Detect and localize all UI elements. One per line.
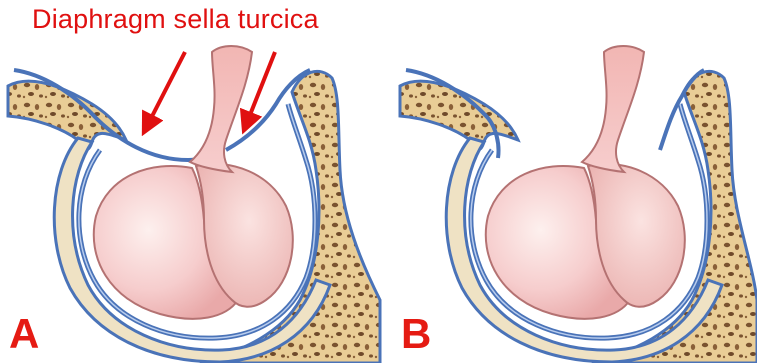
diaphragm-annotation: Diaphragm sella turcica: [32, 4, 319, 35]
panel-label-b: B: [401, 313, 431, 355]
arrow-left: [144, 52, 185, 132]
pituitary-stalk-a: [190, 46, 252, 172]
panel-a: [8, 46, 380, 363]
panel-label-a: A: [9, 313, 39, 355]
panel-b: [400, 46, 757, 363]
pituitary-stalk-b: [582, 46, 644, 172]
